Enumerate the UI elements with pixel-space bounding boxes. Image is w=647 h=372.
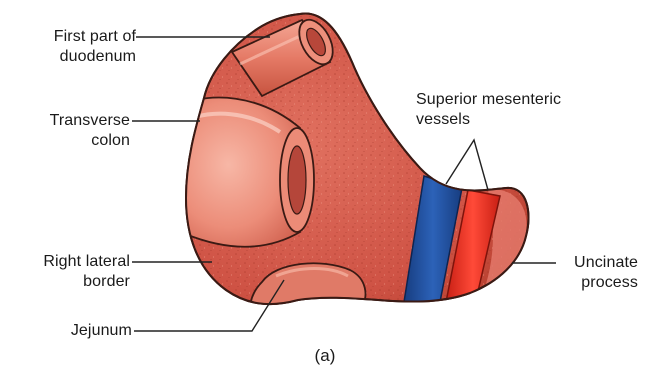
label-right-lateral-border: Right lateral border (4, 252, 130, 292)
label-transverse-colon-line1: Transverse (8, 111, 130, 131)
figure-caption: (a) (300, 346, 350, 366)
leader-superior-mesenteric-vessels (446, 140, 488, 190)
label-transverse-colon-line2: colon (8, 131, 130, 151)
label-superior-mesenteric-vessels: Superior mesenteric vessels (416, 90, 561, 130)
label-right-lateral-border-line1: Right lateral (4, 252, 130, 272)
label-uncinate-process-line2: process (556, 273, 638, 293)
label-superior-mesenteric-vessels-line2: vessels (416, 110, 561, 130)
label-uncinate-process: Uncinate process (556, 253, 638, 293)
label-superior-mesenteric-vessels-line1: Superior mesenteric (416, 90, 561, 110)
label-right-lateral-border-line2: border (4, 272, 130, 292)
label-first-part-duodenum-line2: duodenum (8, 47, 136, 67)
label-uncinate-process-line1: Uncinate (556, 253, 638, 273)
label-transverse-colon: Transverse colon (8, 111, 130, 151)
label-jejunum: Jejunum (8, 321, 132, 341)
label-first-part-duodenum: First part of duodenum (8, 27, 136, 67)
label-first-part-duodenum-line1: First part of (8, 27, 136, 47)
label-jejunum-line1: Jejunum (8, 321, 132, 341)
